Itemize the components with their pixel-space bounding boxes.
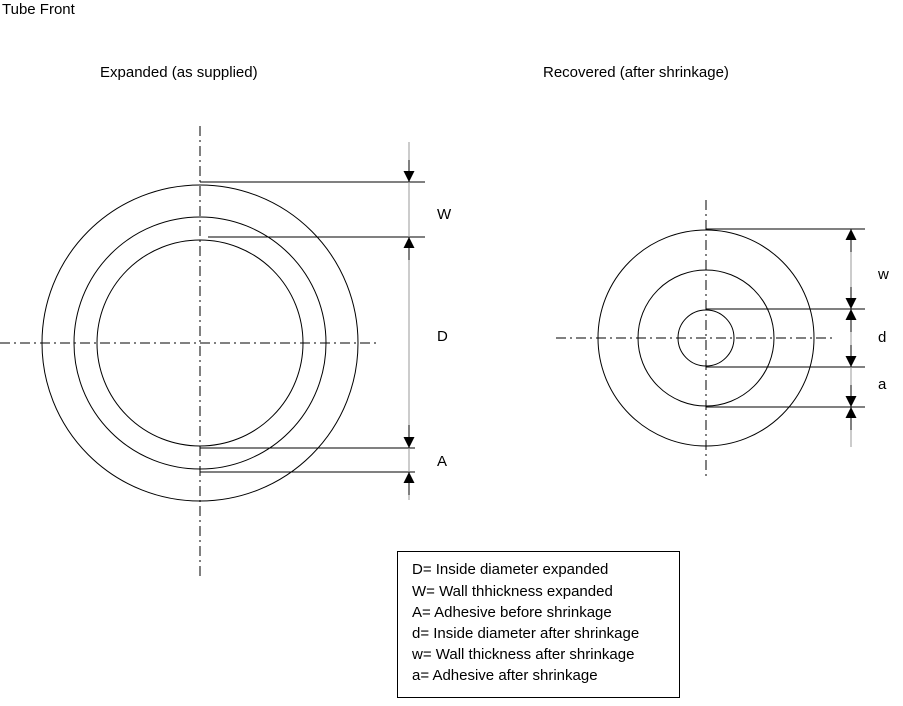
legend-line: a= Adhesive after shrinkage — [412, 667, 598, 684]
label-D: D — [437, 328, 448, 345]
recovered-centerlines — [556, 200, 833, 477]
legend-line: W= Wall thhickness expanded — [412, 583, 613, 600]
label-W: W — [437, 206, 452, 223]
legend-line: w= Wall thickness after shrinkage — [412, 646, 635, 663]
legend-line: A= Adhesive before shrinkage — [412, 604, 612, 621]
label-w: w — [878, 266, 889, 283]
legend-line: D= Inside diameter expanded — [412, 561, 609, 578]
recovered-dimension-lines — [706, 228, 865, 408]
label-A: A — [437, 453, 448, 470]
expanded-dimension-lines — [200, 181, 425, 473]
recovered-title: Recovered (after shrinkage) — [543, 64, 729, 81]
label-a: a — [878, 376, 887, 393]
legend-box: D= Inside diameter expanded W= Wall thhi… — [397, 551, 680, 698]
page-title: Tube Front — [2, 1, 75, 18]
legend-line: d= Inside diameter after shrinkage — [412, 625, 640, 642]
label-d: d — [878, 329, 887, 346]
expanded-title: Expanded (as supplied) — [100, 64, 258, 81]
expanded-centerlines — [0, 126, 377, 580]
